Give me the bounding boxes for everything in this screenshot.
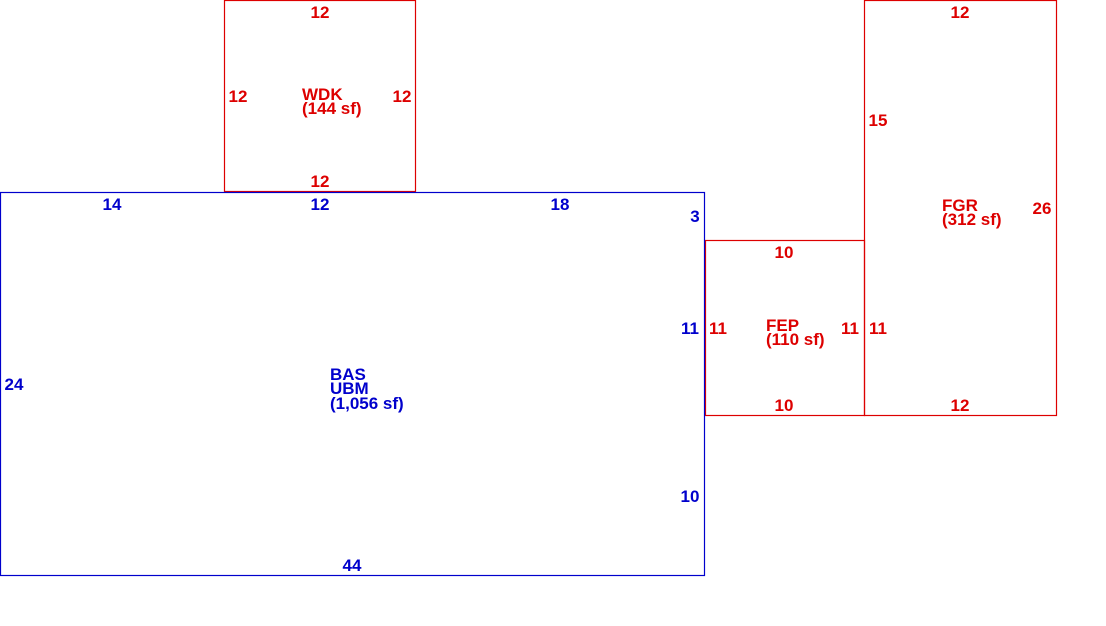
fep-dim-right: 11	[841, 319, 859, 338]
room-bas-area: (1,056 sf)	[330, 394, 404, 413]
room-fep-label: FEP	[766, 316, 799, 335]
fep-dim-left: 11	[709, 319, 727, 338]
wdk-dim-right: 12	[393, 87, 412, 106]
bas-dim-top-left: 14	[103, 195, 122, 214]
bas-dim-right-bottom: 10	[681, 487, 700, 506]
bas-dim-top-right: 18	[551, 195, 570, 214]
room-fep[interactable]: FEP (110 sf) 10 11 11 10	[704, 239, 866, 417]
room-wdk-area: (144 sf)	[302, 99, 362, 118]
fgr-dim-left-lower: 11	[869, 319, 887, 338]
fgr-dim-top: 12	[951, 3, 970, 22]
room-bas-outline	[0, 191, 706, 577]
room-fgr-area: (312 sf)	[942, 210, 1002, 229]
fep-dim-bottom: 10	[775, 396, 794, 415]
wdk-dim-bottom: 12	[311, 172, 330, 191]
wdk-dim-top: 12	[311, 3, 330, 22]
fgr-dim-right: 26	[1033, 199, 1052, 218]
room-wdk-outline	[223, 0, 417, 193]
room-bas-label: BAS	[330, 365, 366, 384]
room-fep-area: (110 sf)	[766, 330, 825, 349]
fgr-dim-bottom: 12	[951, 396, 970, 415]
room-wdk[interactable]: WDK (144 sf) 12 12 12 12	[223, 0, 417, 193]
room-bas[interactable]: BAS UBM (1,056 sf) 14 12 18 3 11 10 24 4…	[0, 191, 706, 577]
bas-dim-right-mid: 11	[681, 319, 699, 338]
room-wdk-label: WDK	[302, 85, 343, 104]
room-bas-sublabel: UBM	[330, 379, 369, 398]
room-fgr[interactable]: FGR (312 sf) 12 15 11 26 12	[863, 0, 1058, 417]
bas-dim-left: 24	[5, 375, 24, 394]
bas-dim-bottom: 44	[343, 556, 362, 575]
fgr-dim-left-upper: 15	[869, 111, 888, 130]
fep-dim-top: 10	[775, 243, 794, 262]
wdk-dim-left: 12	[229, 87, 248, 106]
room-fgr-outline	[863, 0, 1058, 417]
bas-dim-top-mid: 12	[311, 195, 330, 214]
bas-dim-right-top: 3	[690, 207, 699, 226]
room-fgr-label: FGR	[942, 196, 978, 215]
